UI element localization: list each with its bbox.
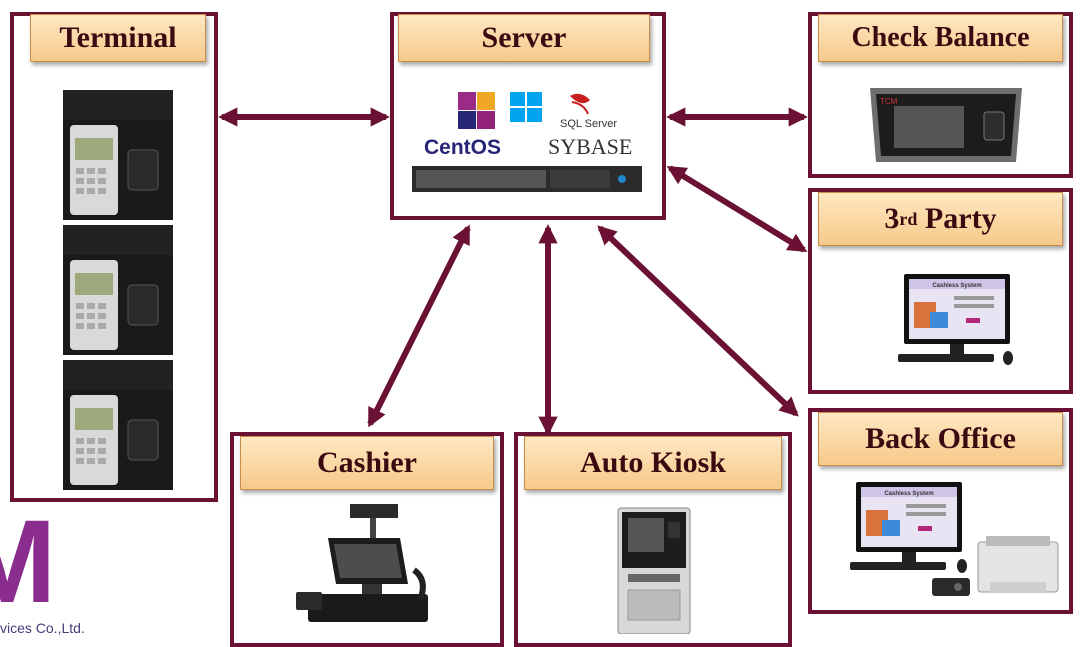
server-logos [412,92,642,192]
check-balance-brand: TCM [880,97,898,106]
windows-logo-icon [510,92,542,122]
cashier-pos-terminal [296,504,428,622]
arrow-server-3rdparty [666,165,808,253]
centos-label: CentOS [424,136,502,159]
back-office-title: Back Office [818,412,1063,466]
third-party-title-num: 3 [884,202,900,235]
back-office-screen-title: Cashless System [884,491,933,497]
arrow-server-cashier [367,224,471,428]
company-logo: M [0,496,57,628]
third-party-computer: Cashless System [898,274,1013,365]
terminal-device-1 [63,90,173,220]
third-party-title-sup: rd [899,208,918,229]
check-balance-title: Check Balance [818,14,1063,62]
arrow-server-backoffice [597,225,799,417]
printer-icon [977,536,1059,593]
sybase-label: SYBASE [548,134,633,159]
server-hardware-icon [412,166,642,192]
terminal-title: Terminal [30,14,206,62]
company-name: vices Co.,Ltd. [0,620,85,636]
server-title: Server [398,14,650,62]
card-reader-icon [932,578,970,596]
terminal-devices [63,90,173,490]
third-party-screen-title: Cashless System [932,283,981,289]
third-party-title-rest: Party [917,202,997,235]
back-office-computer-printer: Cashless System [850,482,1059,596]
terminal-device-2 [63,225,173,355]
auto-kiosk-machine [617,507,691,634]
cashier-title: Cashier [240,436,494,490]
terminal-device-3 [63,360,173,490]
sqlserver-label: SQL Server [560,118,618,130]
sqlserver-logo-icon [570,93,590,115]
check-balance-device: TCM [870,88,1022,162]
auto-kiosk-title: Auto Kiosk [524,436,782,490]
centos-logo-icon [458,92,495,129]
